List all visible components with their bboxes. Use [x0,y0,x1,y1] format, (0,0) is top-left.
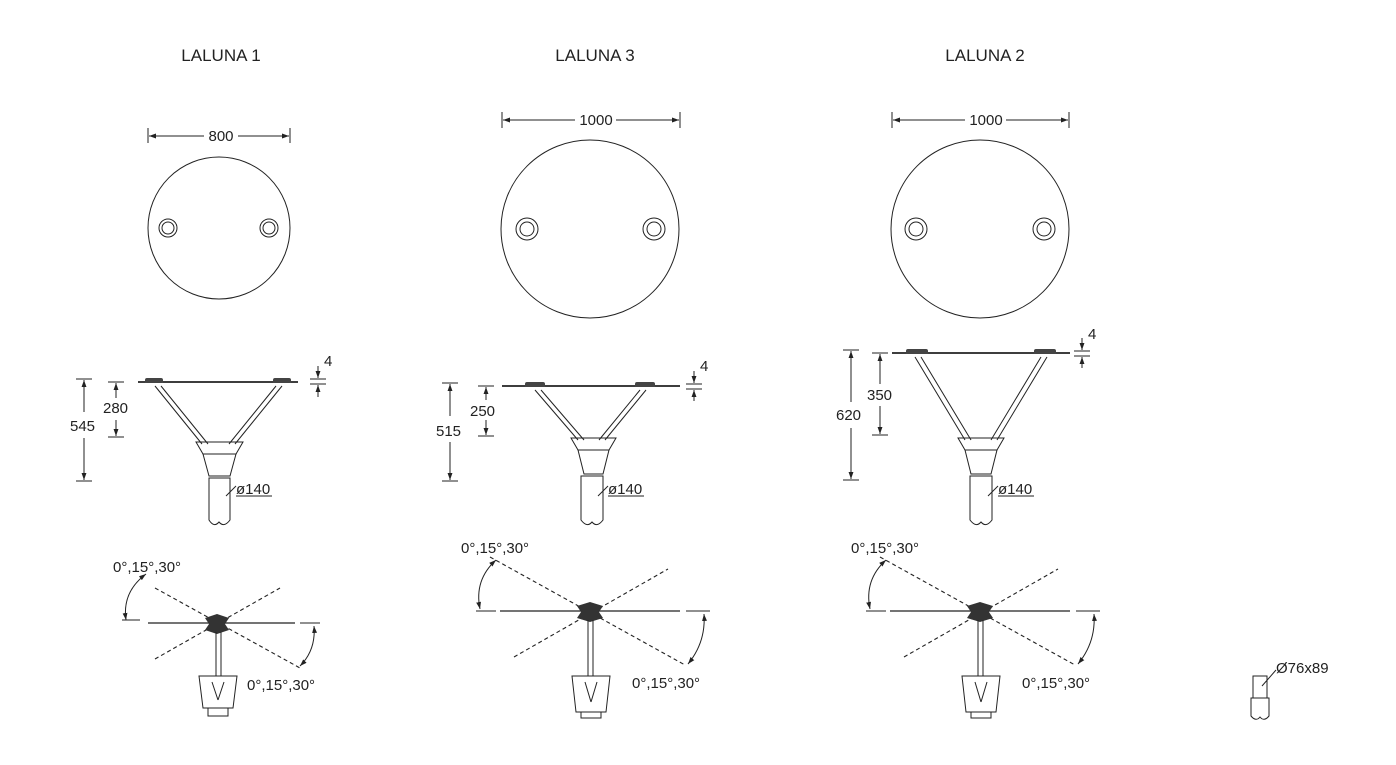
laluna-1-top-view: 800 [147,128,291,300]
laluna-3-tilt-top: 0°,15°,30° [461,540,529,557]
laluna-2-tilt-top: 0°,15°,30° [851,540,919,557]
laluna-2-arm-height: 350 [867,387,892,404]
laluna-3-pole-diameter: ø140 [608,481,642,498]
laluna-3-side-view: 515 250 4 ø140 [436,358,708,526]
laluna-2-thickness: 4 [1088,326,1096,343]
laluna-2-side-view: 620 350 4 ø140 [836,326,1096,526]
laluna-3-tilt-view: 0°,15°,30° 0°,15°,30° [461,540,710,719]
laluna-3-disc [500,139,680,319]
laluna-2-pole-diameter: ø140 [998,481,1032,498]
laluna-1-tilt-top: 0°,15°,30° [113,559,181,576]
laluna-1-pole-diameter: ø140 [236,481,270,498]
laluna-1-thickness: 4 [324,353,332,370]
laluna-1-side-view: 545 280 4 ø140 [70,353,332,526]
laluna-3-total-height: 515 [436,423,461,440]
laluna-2-diameter-label: 1000 [969,112,1002,129]
laluna-3-diameter-label: 1000 [579,112,612,129]
title-laluna-1: LALUNA 1 [181,46,261,65]
pole-adapter: Ø76x89 [1250,660,1329,720]
title-laluna-3: LALUNA 3 [555,46,635,65]
laluna-2-top-view: 1000 [890,112,1070,319]
adapter-label: Ø76x89 [1276,660,1329,677]
laluna-2-disc [890,139,1070,319]
laluna-1-tilt-bottom: 0°,15°,30° [247,677,315,694]
laluna-3-thickness: 4 [700,358,708,375]
laluna-3-arm-height: 250 [470,403,495,420]
laluna-3-top-view: 1000 [500,112,681,319]
laluna-1-diameter-label: 800 [208,128,233,145]
laluna-2-tilt-bottom: 0°,15°,30° [1022,675,1090,692]
laluna-1-arm-height: 280 [103,400,128,417]
laluna-1-total-height: 545 [70,418,95,435]
laluna-1-tilt-view: 0°,15°,30° 0°,15°,30° [113,559,320,717]
laluna-2-total-height: 620 [836,407,861,424]
laluna-3-tilt-bottom: 0°,15°,30° [632,675,700,692]
laluna-1-disc [147,156,291,300]
title-laluna-2: LALUNA 2 [945,46,1025,65]
laluna-2-tilt-view: 0°,15°,30° 0°,15°,30° [851,540,1100,719]
